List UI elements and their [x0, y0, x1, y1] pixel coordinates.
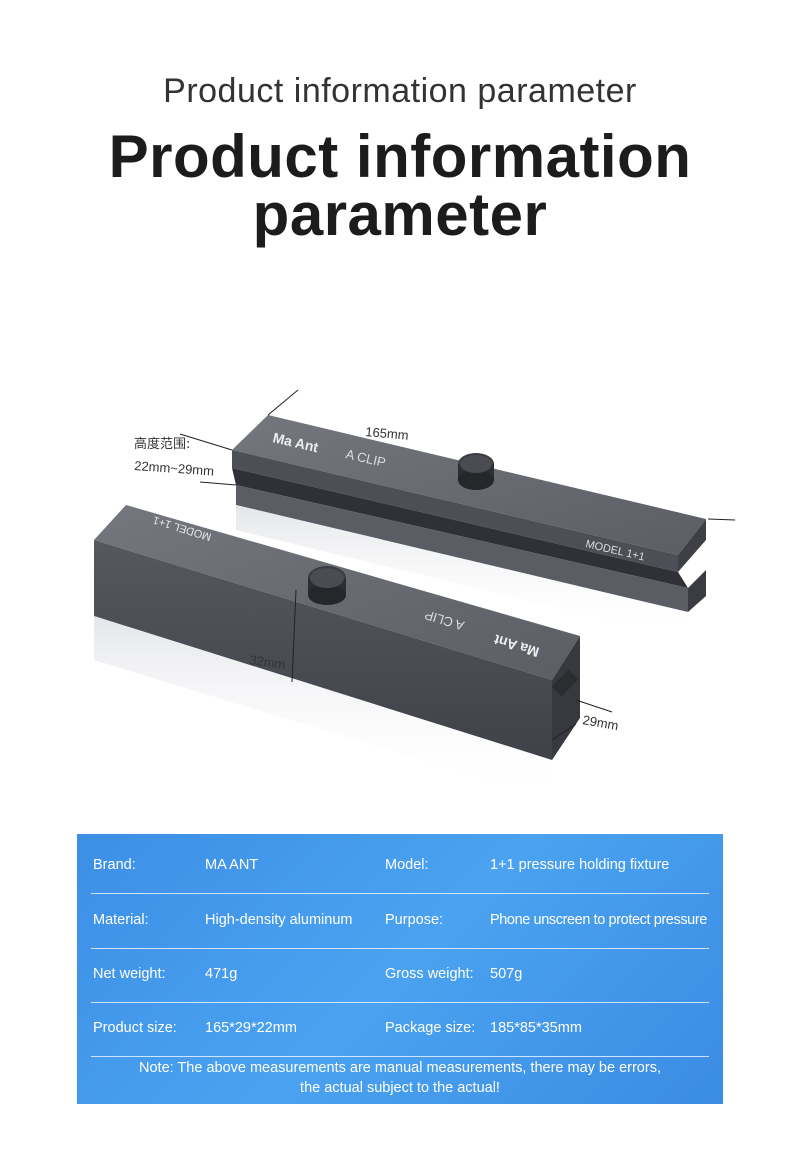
dimension-lines	[179, 389, 736, 741]
material-label: Material:	[93, 912, 149, 928]
back-clip: Ma Ant A CLIP MODEL 1+1	[232, 415, 706, 640]
dim-range-label: 高度范围:	[134, 436, 190, 452]
brand-label: Brand:	[93, 857, 136, 873]
spec-row-brand: Brand: MA ANT Model: 1+1 pressure holdin…	[91, 839, 709, 894]
product-size-label: Product size:	[93, 1020, 177, 1036]
net-weight-value: 471g	[205, 966, 238, 982]
note-line-1: Note: The above measurements are manual …	[139, 1060, 661, 1076]
gross-weight-label: Gross weight:	[385, 966, 474, 982]
page-subtitle: Product information parameter	[163, 72, 637, 110]
product-illustration: Ma Ant A CLIP MODEL 1+1 MODEL 1+1 Ma Ant…	[94, 389, 736, 800]
product-image: Ma Ant A CLIP MODEL 1+1 MODEL 1+1 Ma Ant…	[0, 370, 800, 810]
dim-height-label: 32mm	[249, 652, 287, 672]
material-value: High-density aluminum	[205, 912, 353, 928]
model-value: 1+1 pressure holding fixture	[490, 857, 670, 873]
package-size-label: Package size:	[385, 1020, 476, 1036]
gross-weight-value: 507g	[490, 966, 523, 982]
spec-row-size: Product size: 165*29*22mm Package size: …	[91, 1002, 709, 1057]
brand-value: MA ANT	[205, 857, 259, 873]
dim-width-label: 29mm	[581, 712, 619, 733]
spec-panel: Brand: MA ANT Model: 1+1 pressure holdin…	[77, 834, 723, 1104]
dim-range-value: 22mm~29mm	[134, 458, 215, 479]
front-clip: MODEL 1+1 Ma Ant A CLIP	[94, 505, 580, 800]
measurement-note: Note: The above measurements are manual …	[77, 1058, 723, 1098]
spec-row-weight: Net weight: 471g Gross weight: 507g	[91, 948, 709, 1003]
page-title: Product information parameter	[0, 123, 800, 248]
purpose-value: Phone unscreen to protect pressure	[490, 912, 707, 928]
title-line-2: parameter	[252, 181, 548, 248]
product-size-value: 165*29*22mm	[205, 1020, 297, 1036]
net-weight-label: Net weight:	[93, 966, 166, 982]
note-line-2: the actual subject to the actual!	[300, 1080, 500, 1096]
title-line-1: Product information	[108, 123, 692, 190]
package-size-value: 185*85*35mm	[490, 1020, 582, 1036]
dim-length-label: 165mm	[365, 424, 410, 443]
model-label: Model:	[385, 857, 429, 873]
purpose-label: Purpose:	[385, 912, 444, 928]
spec-row-material: Material: High-density aluminum Purpose:…	[91, 894, 709, 949]
